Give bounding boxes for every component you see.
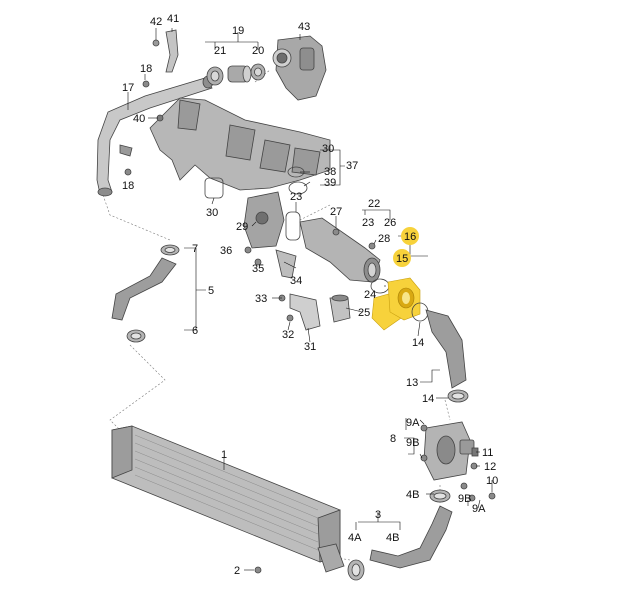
label-18-top: 18	[140, 63, 152, 75]
part-5-hose-left	[111, 257, 177, 321]
part-19-hose	[227, 65, 252, 83]
part-34-bracket	[275, 249, 297, 279]
label-42: 42	[150, 16, 162, 28]
label-16-highlight: 16	[401, 227, 419, 245]
part-36-bolt	[244, 246, 252, 254]
part-7-clamp	[160, 244, 180, 256]
label-35: 35	[252, 263, 264, 275]
part-number-labels: 42 41 19 43 21 20 18 17 40 30 37 38 39 1…	[122, 13, 498, 577]
label-25: 25	[358, 307, 370, 319]
part-25-flange	[329, 294, 351, 323]
part-21-coupling	[206, 66, 224, 86]
label-9A-bot: 9A	[472, 503, 486, 515]
label-33: 33	[255, 293, 267, 305]
part-37-intake-manifold	[149, 97, 331, 191]
part-9B-screw-top	[420, 454, 428, 462]
label-20: 20	[252, 45, 264, 57]
part-28-bolt	[368, 242, 376, 250]
part-9B-screw-bottom	[460, 482, 468, 490]
label-22: 22	[368, 198, 380, 210]
part-13-hose	[425, 309, 467, 389]
part-32-bolt	[286, 314, 294, 322]
part-3-hose-lower	[369, 505, 453, 569]
label-3: 3	[375, 509, 381, 521]
label-6: 6	[192, 325, 198, 337]
label-15-highlight: 15	[393, 249, 411, 267]
part-41-pipe	[152, 29, 179, 73]
label-4B-top: 4B	[406, 489, 419, 501]
part-6-clamp	[126, 329, 146, 343]
part-1-intercooler	[111, 425, 345, 573]
label-12: 12	[484, 461, 496, 473]
part-9A-screw-bottom	[468, 494, 476, 502]
label-41: 41	[167, 13, 179, 25]
label-17: 17	[122, 82, 134, 94]
part-14-clamp-lower	[447, 389, 469, 403]
label-30-left: 30	[206, 207, 218, 219]
part-9A-screw-top	[420, 424, 428, 432]
label-38: 38	[324, 166, 336, 178]
label-28: 28	[378, 233, 390, 245]
part-43-throttle-valve	[272, 35, 327, 101]
label-1: 1	[221, 449, 227, 461]
label-23-mid: 23	[362, 217, 374, 229]
part-10-bolt	[488, 492, 496, 500]
part-16-flange-highlighted	[387, 277, 421, 321]
label-19: 19	[232, 25, 244, 37]
label-24: 24	[364, 289, 376, 301]
label-29: 29	[236, 221, 248, 233]
part-27-bolt	[332, 228, 340, 236]
part-4B-clamp-right	[429, 489, 451, 503]
label-18-bot: 18	[122, 180, 134, 192]
label-13: 13	[406, 377, 418, 389]
label-36: 36	[220, 245, 232, 257]
part-22-pipe-connector	[299, 217, 381, 283]
label-9A-top: 9A	[406, 417, 420, 429]
label-32: 32	[282, 329, 294, 341]
part-39-seal	[288, 181, 308, 195]
label-14-right: 14	[412, 337, 424, 349]
label-9B-bot: 9B	[458, 493, 471, 505]
label-9B-top: 9B	[406, 437, 419, 449]
label-43: 43	[298, 21, 310, 33]
part-23-gasket	[285, 211, 301, 241]
label-23-top: 23	[290, 191, 302, 203]
label-26: 26	[384, 217, 396, 229]
part-29-valve	[243, 191, 285, 249]
label-27: 27	[330, 206, 342, 218]
label-37: 37	[346, 160, 358, 172]
part-2-bolt	[254, 566, 262, 574]
label-21: 21	[214, 45, 226, 57]
label-16: 16	[404, 231, 416, 243]
label-15: 15	[396, 253, 408, 265]
label-2: 2	[234, 565, 240, 577]
leader-lines	[127, 28, 493, 571]
part-4A-clamp	[347, 559, 365, 581]
part-18-bolts	[124, 80, 150, 176]
label-11: 11	[482, 447, 493, 459]
label-7: 7	[192, 243, 198, 255]
label-14-left: 14	[422, 393, 434, 405]
label-8: 8	[390, 433, 396, 445]
label-39: 39	[324, 177, 336, 189]
label-34: 34	[290, 275, 302, 287]
part-31-bracket	[289, 293, 321, 331]
part-35-bolt	[254, 258, 262, 266]
label-4A: 4A	[348, 532, 362, 544]
label-5: 5	[208, 285, 214, 297]
label-30-right: 30	[322, 143, 334, 155]
part-8-housing	[423, 421, 475, 481]
label-4B-bot: 4B	[386, 532, 399, 544]
part-20-coupling	[250, 63, 266, 81]
label-31: 31	[304, 341, 316, 353]
label-40: 40	[133, 113, 145, 125]
label-10: 10	[486, 475, 498, 487]
